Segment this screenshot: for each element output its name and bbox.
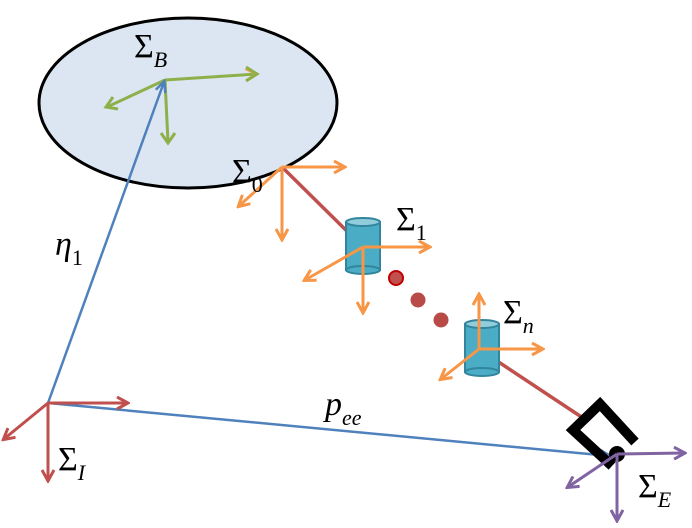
joint-1-frame-axes	[305, 247, 429, 312]
joint-n-frame-axes	[441, 295, 542, 379]
pee-vector	[47, 401, 610, 456]
gripper	[565, 396, 639, 470]
joint-1-frame-label: Σ1	[396, 201, 427, 245]
joint-n-frame-label: Σn	[503, 294, 534, 338]
inertial-frame-axes	[4, 403, 127, 480]
manipulator-links	[280, 165, 584, 420]
eta-vector	[46, 82, 164, 404]
inertial-frame-label: ΣI	[58, 441, 86, 485]
base-frame-axes	[239, 167, 344, 239]
pee-label: pee	[325, 386, 362, 430]
ee-frame-axes	[568, 453, 684, 520]
base-frame-label: Σ0	[232, 153, 263, 197]
ee-frame-label: ΣE	[638, 468, 672, 512]
base-body	[37, 16, 339, 190]
body-frame-label: ΣB	[134, 28, 168, 72]
eta-label: η1	[55, 226, 83, 270]
ellipsis-dots	[388, 270, 449, 328]
